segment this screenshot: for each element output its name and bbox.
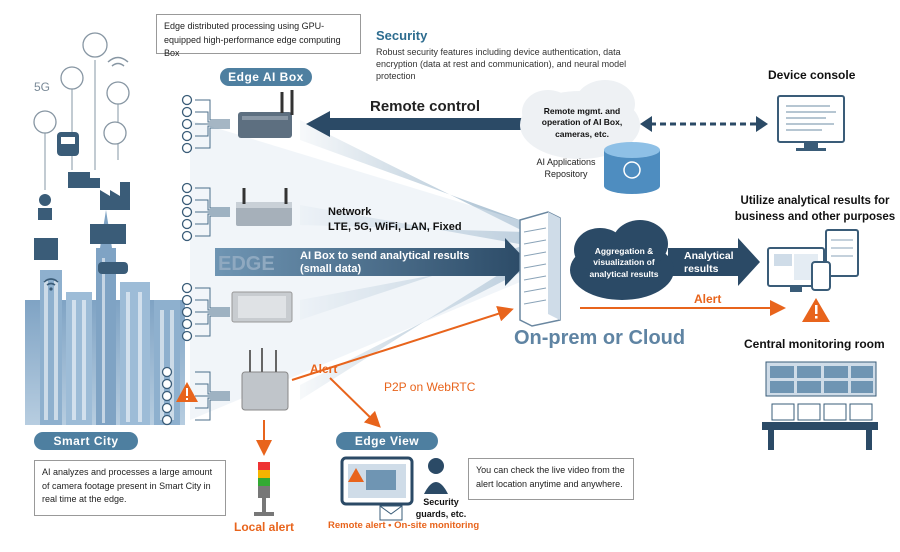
edge-label: EDGE bbox=[218, 253, 275, 275]
analytical-results-line1: Analytical bbox=[684, 250, 734, 262]
central-monitoring-label: Central monitoring room bbox=[744, 337, 885, 351]
business-monitors bbox=[767, 229, 859, 292]
worker-icon bbox=[39, 194, 51, 206]
buildings-icon bbox=[34, 238, 58, 260]
console-link-arrow bbox=[640, 116, 768, 132]
ai-box-send-line2: (small data) bbox=[300, 263, 362, 275]
edge-ai-box-label: Edge AI Box bbox=[220, 68, 312, 86]
analytical-results-arrow bbox=[668, 238, 760, 286]
ai-repository-label: AI Applications Repository bbox=[536, 157, 596, 180]
edge-ai-box-2 bbox=[236, 188, 292, 226]
signal-tower-icon bbox=[254, 462, 274, 516]
analytical-results-line2: results bbox=[684, 263, 719, 275]
live-video-note-text: You can check the live video from the al… bbox=[476, 465, 625, 489]
camera-groups bbox=[195, 99, 230, 421]
smart-city-note: AI analyzes and processes a large amount… bbox=[34, 460, 226, 516]
alert-line-cloud bbox=[291, 306, 514, 428]
edge-ai-box-4 bbox=[241, 348, 289, 411]
factory-icon bbox=[100, 182, 130, 210]
device-console-label: Device console bbox=[768, 68, 856, 82]
five-g-label: 5G bbox=[34, 80, 51, 94]
live-video-note: You can check the live video from the al… bbox=[468, 458, 634, 500]
edge-view-label: Edge View bbox=[336, 432, 438, 450]
results-band-arrow bbox=[215, 238, 528, 286]
local-alert-label: Local alert bbox=[234, 520, 295, 534]
aggregation-text: Aggregation & visualization of analytica… bbox=[589, 246, 659, 279]
monitoring-room-illustration bbox=[762, 361, 878, 450]
utilize-label: Utilize analytical results for business … bbox=[734, 195, 896, 223]
camera-warning-icon bbox=[176, 382, 198, 402]
security-title: Security bbox=[376, 28, 428, 43]
wifi-icon bbox=[107, 56, 129, 67]
truck-icon bbox=[68, 172, 90, 188]
server-icon bbox=[519, 211, 561, 327]
aggregation-cloud bbox=[570, 220, 674, 300]
camera-icons bbox=[161, 94, 193, 426]
alert-warning-icon bbox=[802, 298, 830, 322]
device-console-monitor bbox=[777, 95, 845, 151]
security-body: Robust security features including devic… bbox=[376, 47, 627, 82]
alert-mid-label: Alert bbox=[310, 362, 338, 376]
on-prem-label: On-prem or Cloud bbox=[514, 327, 686, 349]
ai-box-send-line1: AI Box to send analytical results bbox=[300, 250, 470, 262]
car-icon bbox=[98, 262, 128, 274]
wifi-small-icon bbox=[43, 278, 59, 286]
p2p-label: P2P on WebRTC bbox=[384, 380, 476, 394]
edge-box-note-text: Edge distributed processing using GPU-eq… bbox=[164, 21, 341, 58]
remote-control-label: Remote control bbox=[370, 98, 481, 115]
edge-ai-box-1 bbox=[238, 90, 294, 138]
smart-city-note-text: AI analyzes and processes a large amount… bbox=[42, 467, 213, 504]
remote-mgmt-text: Remote mgmt. and operation of AI Box, ca… bbox=[541, 106, 623, 139]
edge-box-note: Edge distributed processing using GPU-eq… bbox=[156, 14, 361, 58]
remote-mgmt-cloud bbox=[520, 80, 640, 159]
remote-alert-label: Remote alert • On-site monitoring bbox=[328, 520, 480, 531]
ai-repository-cylinder bbox=[604, 142, 660, 194]
edge-ai-box-3 bbox=[231, 291, 293, 323]
network-line2: LTE, 5G, WiFi, LAN, Fixed bbox=[328, 221, 462, 233]
alert-right-label: Alert bbox=[694, 292, 722, 306]
smart-city-label: Smart City bbox=[34, 432, 138, 450]
remote-control-arrow bbox=[306, 111, 540, 137]
edge-view-illustration bbox=[340, 456, 448, 521]
van-icon bbox=[90, 224, 126, 244]
network-line1: Network bbox=[328, 206, 372, 218]
security-guards-label: Security guards, etc. bbox=[415, 497, 467, 520]
